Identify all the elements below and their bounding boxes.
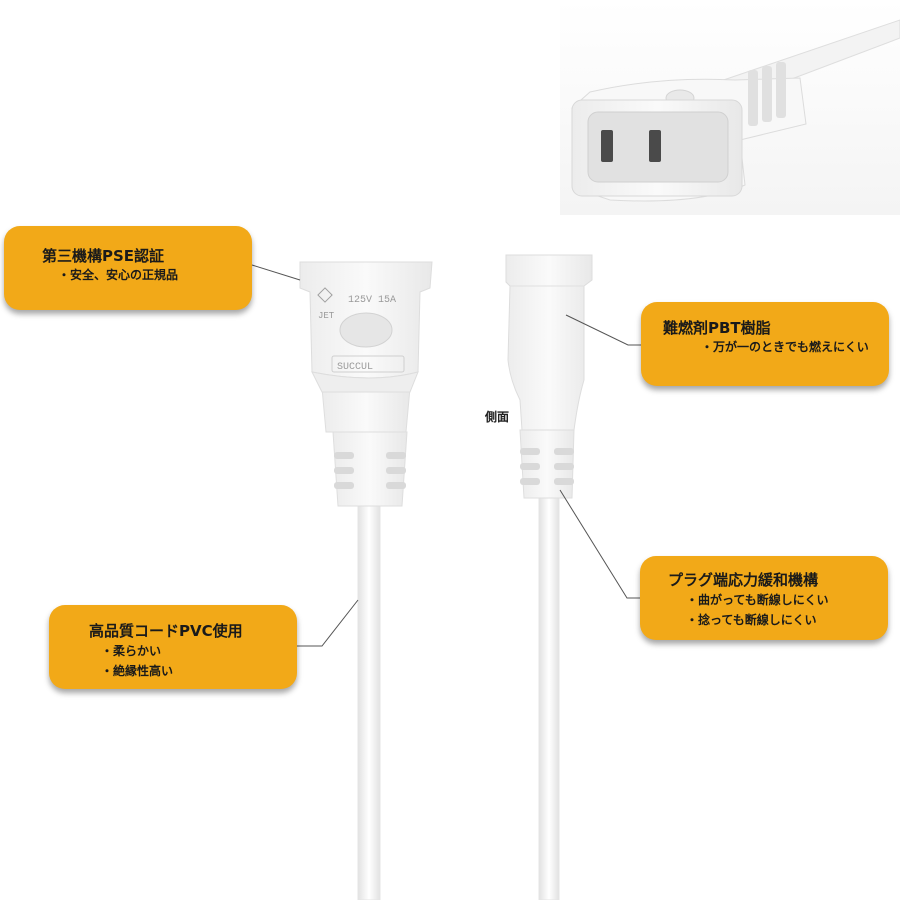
- callout-strain-relief: プラグ端応力緩和機構 ・曲がっても断線しにくい ・捻っても断線しにくい: [640, 556, 888, 640]
- front-grip-ridges: [334, 452, 406, 489]
- molded-rating: 125V 15A: [348, 295, 396, 306]
- callout-bullet: ・曲がっても断線しにくい: [686, 593, 829, 607]
- molded-brand: SUCCUL: [337, 362, 373, 373]
- pse-mark-icon: [317, 287, 333, 303]
- callout-title: 難燃剤PBT樹脂: [663, 319, 771, 337]
- socket-slot-left: [601, 130, 613, 162]
- side-view-label: 側面: [485, 410, 510, 424]
- cord-front: [357, 499, 381, 900]
- callout-title: プラグ端応力緩和機構: [668, 571, 819, 589]
- callout-bullet: ・柔らかい: [101, 644, 162, 658]
- callout-bullet: ・捻っても断線しにくい: [686, 613, 817, 627]
- callout-pse-certification: 第三機構PSE認証 ・安全、安心の正規品: [4, 226, 252, 310]
- plug-side-view: [505, 254, 593, 900]
- inset-socket-view: [571, 19, 900, 202]
- leader-strain: [559, 489, 640, 599]
- leader-cord: [297, 599, 359, 647]
- callout-title: 高品質コードPVC使用: [89, 622, 243, 640]
- callout-pbt-resin: 難燃剤PBT樹脂 ・万が一のときでも燃えにくい: [641, 302, 889, 386]
- callout-bullet: ・万が一のときでも燃えにくい: [701, 340, 869, 354]
- callout-bullet: ・安全、安心の正規品: [58, 268, 179, 282]
- molded-jet-mark: JET: [318, 311, 335, 321]
- leader-pse: [251, 264, 301, 281]
- thumb-grip: [339, 312, 393, 348]
- inset-grip-ridges: [748, 62, 786, 126]
- callout-bullet: ・絶縁性高い: [101, 664, 174, 678]
- leader-pbt: [565, 314, 641, 346]
- callout-pvc-cord: 高品質コードPVC使用 ・柔らかい ・絶縁性高い: [49, 605, 297, 689]
- callout-title: 第三機構PSE認証: [42, 247, 165, 265]
- side-grip-ridges: [520, 448, 574, 485]
- plug-front-view: 125V 15A JET SUCCUL: [299, 261, 433, 900]
- socket-slot-right: [649, 130, 661, 162]
- cord-side: [538, 494, 560, 900]
- leader-lines: [251, 264, 641, 647]
